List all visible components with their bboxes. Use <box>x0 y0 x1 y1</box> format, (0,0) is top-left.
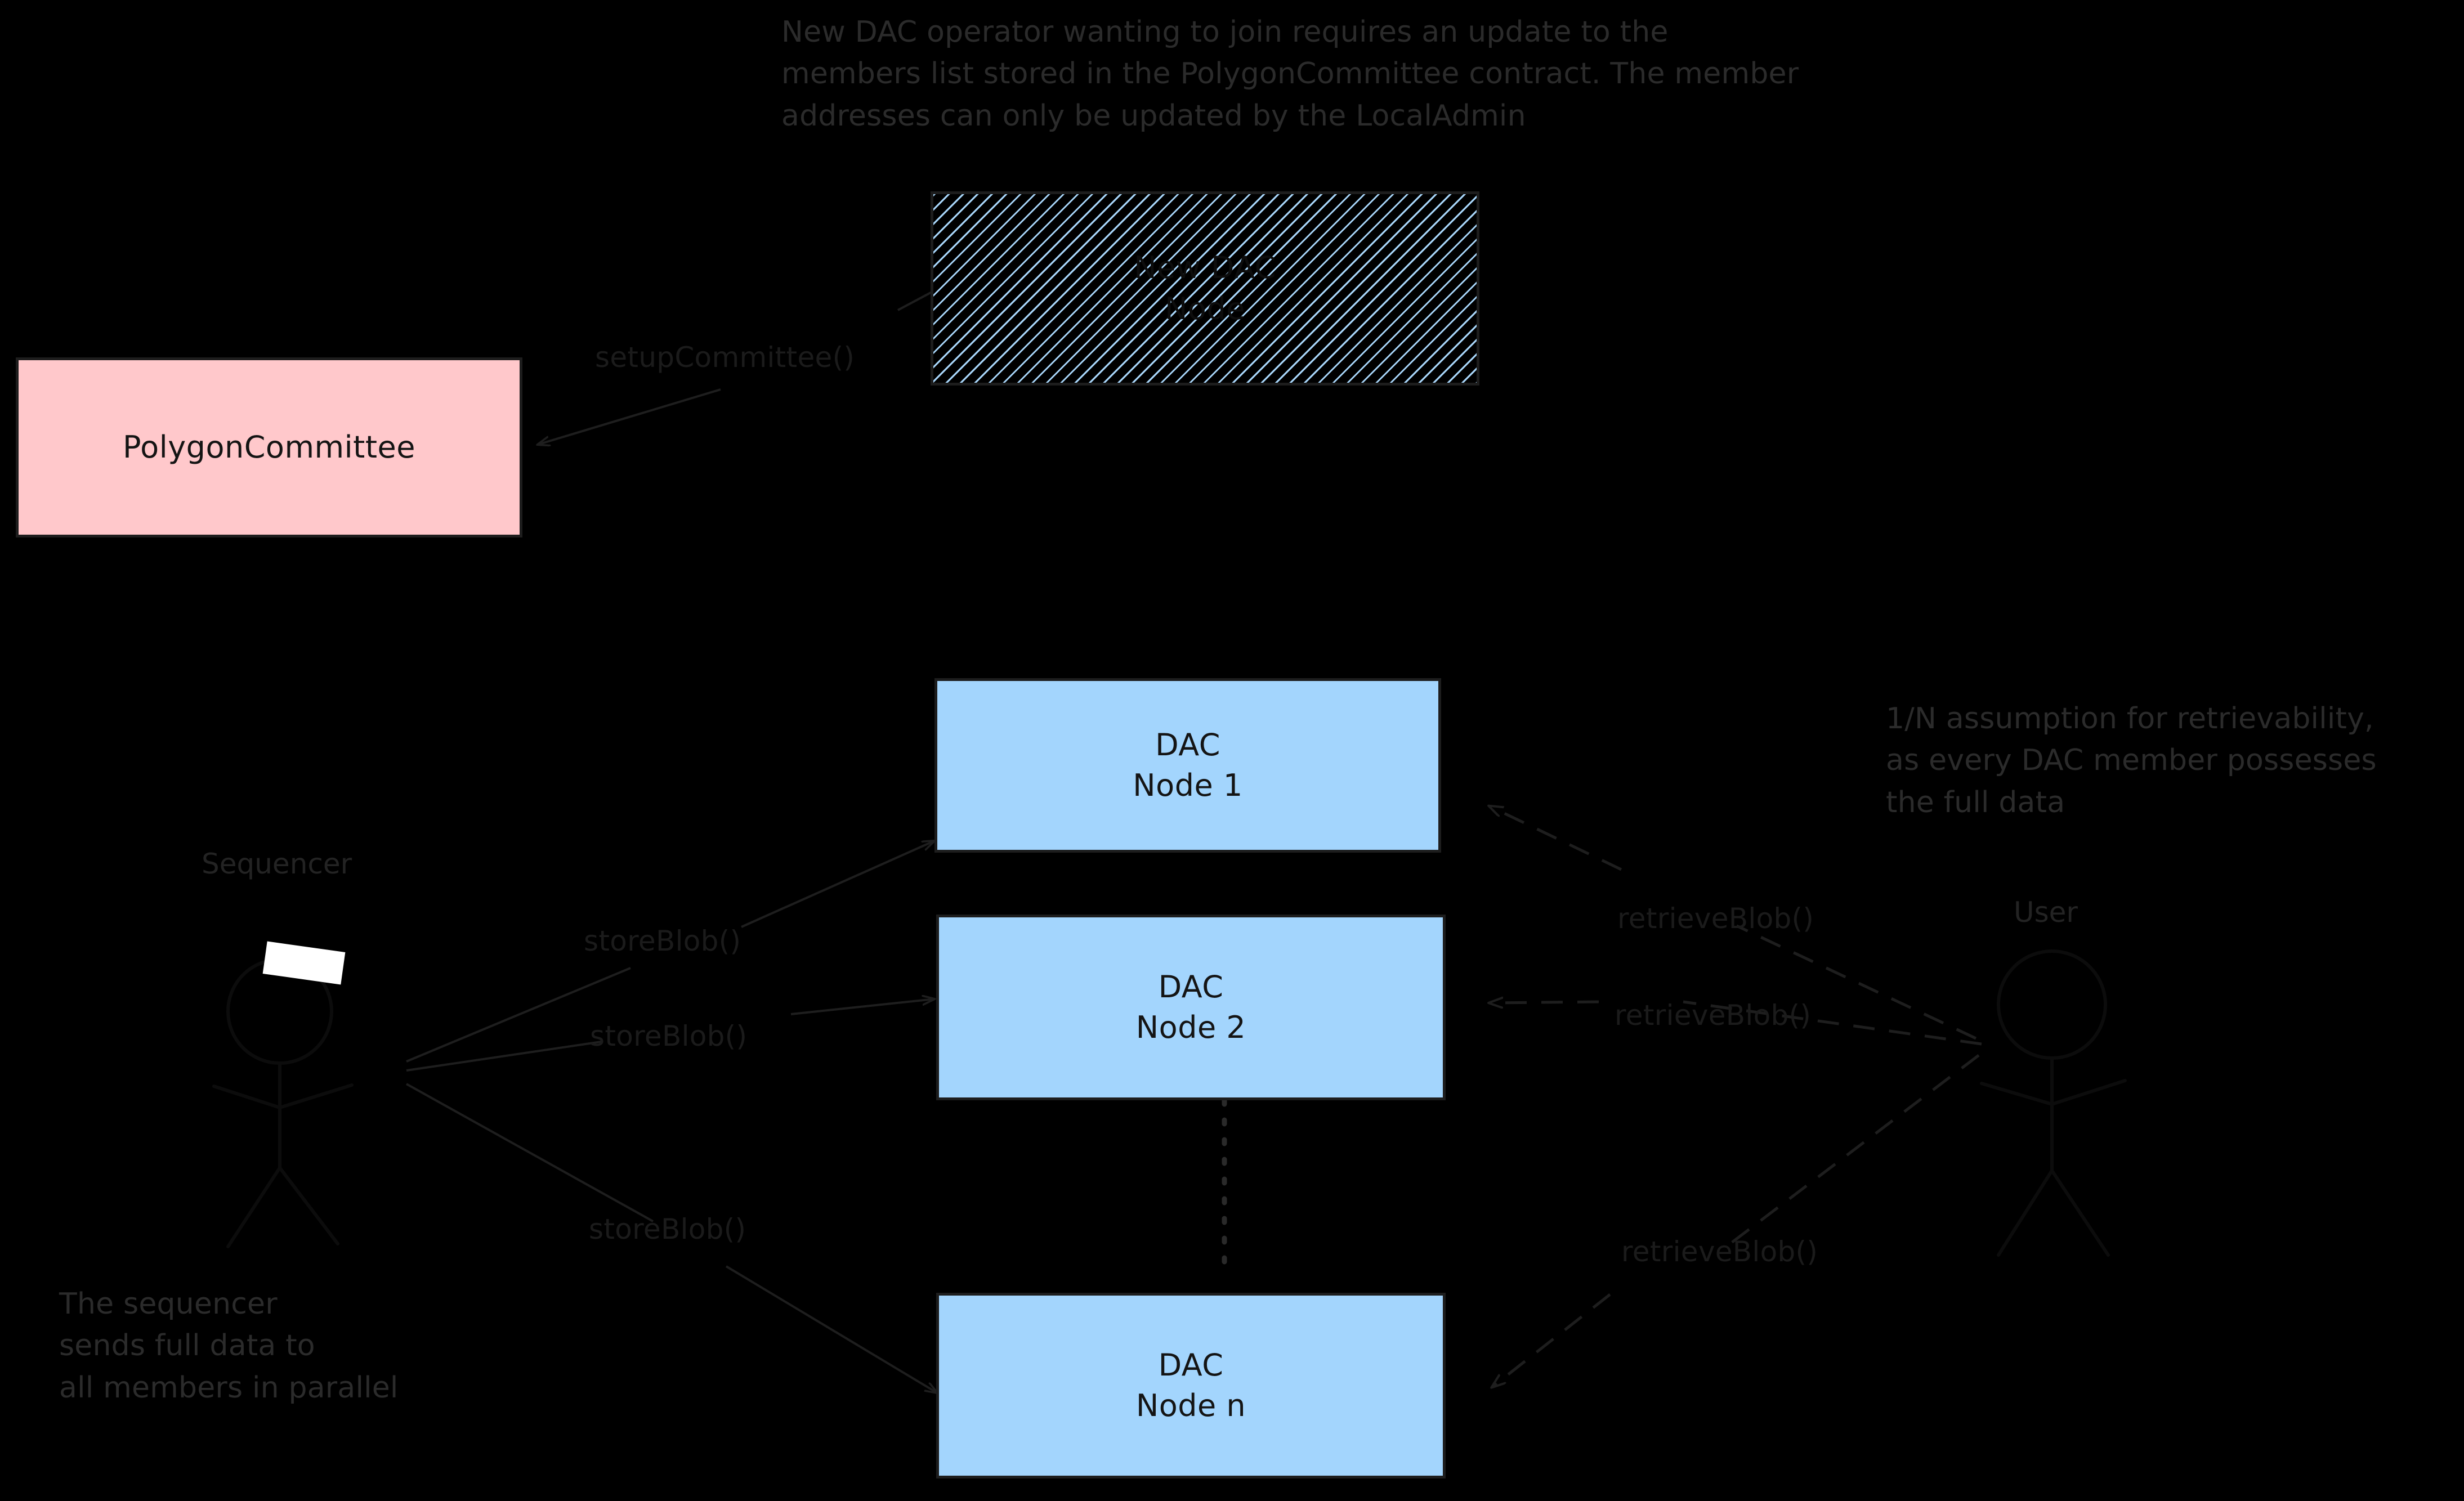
edge-label-store-blob-2: storeBlob() <box>590 1020 748 1052</box>
box-dac-node-n[interactable]: DAC Node n <box>936 1293 1446 1478</box>
edge-label-retrieve-blob-2: retrieveBlob() <box>1615 999 1812 1032</box>
edge-label-retrieve-blob-n: retrieveBlob() <box>1621 1235 1818 1268</box>
box-dac-node-n-line-1: DAC <box>1158 1347 1224 1383</box>
user-figure <box>1980 949 2127 1257</box>
note-new-dac-operator: New DAC operator wanting to join require… <box>781 15 1799 133</box>
sequencer-label: Sequencer <box>202 848 352 880</box>
box-new-dac-node-line-1: New DAC <box>1134 250 1276 286</box>
note-sequencer-parallel: The sequencer sends full data to all mem… <box>59 1287 399 1405</box>
box-dac-node-2-line-2: Node 2 <box>1135 1010 1246 1045</box>
sequencer-figure <box>212 958 354 1248</box>
note-retrievability-assumption: 1/N assumption for retrievability, as ev… <box>1886 702 2377 819</box>
box-dac-node-2[interactable]: DAC Node 2 <box>936 915 1446 1100</box>
edge-retrieve-blob-n <box>1492 1054 1980 1387</box>
edge-store-blob-2 <box>406 999 934 1072</box>
edge-label-setup-committee: setupCommittee() <box>595 341 855 374</box>
box-dac-node-1[interactable]: DAC Node 1 <box>934 678 1441 853</box>
edge-store-blob-n <box>406 1083 937 1393</box>
box-dac-node-1-line-1: DAC <box>1155 727 1220 763</box>
box-polygon-committee-label: PolygonCommittee <box>123 429 415 465</box>
box-dac-node-n-line-2: Node n <box>1135 1388 1246 1423</box>
box-dac-node-1-line-2: Node 1 <box>1133 768 1243 803</box>
edge-retrieve-blob-1 <box>1489 806 1977 1040</box>
edge-label-store-blob-n: storeBlob() <box>589 1213 746 1245</box>
box-new-dac-node-line-2: Node <box>1165 290 1245 326</box>
box-polygon-committee[interactable]: PolygonCommittee <box>16 357 522 537</box>
edge-store-blob-1 <box>406 841 934 1063</box>
user-label: User <box>2014 896 2078 929</box>
box-new-dac-node[interactable]: New DAC Node <box>931 191 1479 386</box>
box-dac-node-2-line-1: DAC <box>1158 969 1224 1005</box>
edge-label-retrieve-blob-1: retrieveBlob() <box>1617 902 1814 935</box>
edge-label-store-blob-1: storeBlob() <box>584 925 741 957</box>
edge-retrieve-blob-2 <box>1489 1002 1982 1046</box>
